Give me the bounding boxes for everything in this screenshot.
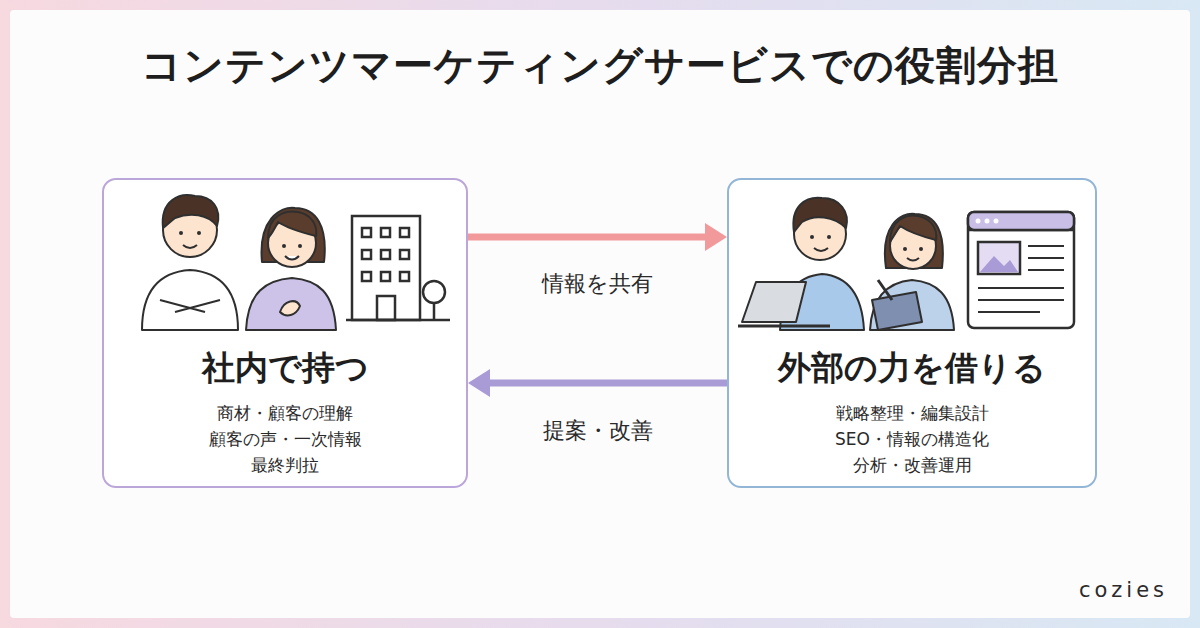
box-item: 戦略整理・編集設計 <box>729 402 1095 425</box>
webpage-icon <box>968 212 1074 328</box>
arrow-label: 情報を共有 <box>468 269 727 299</box>
flow-arrow <box>468 223 727 251</box>
box-item: 顧客の声・一次情報 <box>104 428 466 451</box>
arrow-label: 提案・改善 <box>468 416 727 446</box>
person-illustration <box>246 208 336 330</box>
role-box: 外部の力を借りる戦略整理・編集設計 SEO・情報の構造化分析・改善運用 <box>727 178 1097 488</box>
box-item: 商材・顧客の理解 <box>104 402 466 425</box>
role-box: 社内で持つ商材・顧客の理解顧客の声・一次情報最終判拉 <box>102 178 468 488</box>
person-illustration <box>870 214 954 330</box>
box-heading: 社内で持つ <box>104 346 466 391</box>
person-illustration <box>142 195 238 330</box>
brand-logo: cozies <box>1079 578 1168 602</box>
box-heading: 外部の力を借りる <box>729 346 1095 391</box>
arrow-shaft <box>486 380 727 387</box>
arrow-head <box>705 223 727 251</box>
building-icon <box>346 216 450 320</box>
box-item: 分析・改善運用 <box>729 454 1095 477</box>
person-illustration <box>738 198 864 330</box>
arrow-head <box>468 369 490 397</box>
diagram-title: コンテンツマーケティングサービスでの役割分担 <box>0 38 1200 93</box>
flow-arrow <box>468 369 727 397</box>
box-item: 最終判拉 <box>104 454 466 477</box>
box-item: SEO・情報の構造化 <box>729 428 1095 451</box>
arrow-shaft <box>468 234 709 241</box>
